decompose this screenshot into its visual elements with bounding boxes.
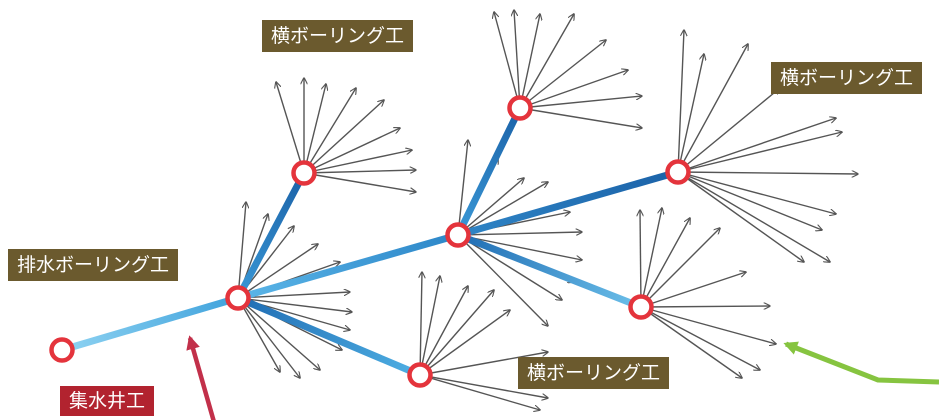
boring-arrows: [237, 10, 858, 410]
boring-arrow-c-3: [677, 88, 780, 173]
boring-node-e: [507, 95, 533, 121]
boring-arrow-f-3: [419, 290, 494, 376]
drain-pipe-b-g: [454, 231, 645, 311]
boring-arrow-g-1: [640, 208, 662, 308]
boring-arrow-a-5: [237, 292, 350, 299]
boring-node-a: [225, 285, 251, 311]
boring-arrow-d-5: [303, 128, 400, 174]
boring-arrow-g-7: [640, 306, 760, 370]
boring-arrow-g-3: [640, 228, 720, 308]
drain-pipe-b-e: [454, 104, 524, 239]
boring-arrow-b-3: [457, 182, 548, 236]
boring-arrow-g-2: [640, 218, 690, 308]
boring-arrow-c-8: [677, 171, 822, 230]
boring-arrow-g-5: [640, 306, 770, 307]
boring-arrow-a-10: [237, 297, 300, 378]
boring-arrow-c-7: [677, 171, 836, 214]
boring-arrow-f-1: [419, 276, 440, 376]
drain-pipe-a-b: [234, 231, 462, 302]
boring-node-f: [407, 362, 433, 388]
boring-arrow-c-1: [677, 54, 704, 173]
boring-node-b: [445, 222, 471, 248]
boring-arrow-f-4: [419, 310, 510, 376]
boring-node-g: [628, 294, 654, 320]
boring-arrow-b-2: [457, 178, 524, 236]
boring-arrow-f-7: [419, 374, 540, 410]
collecting-well-pointer-arrow: [186, 335, 216, 420]
boring-arrow-g-8: [640, 306, 742, 378]
boring-arrow-b-8: [457, 234, 562, 300]
drainage-pipes: [58, 104, 682, 379]
boring-arrow-c-0: [677, 30, 684, 173]
boring-nodes: [49, 95, 691, 388]
boring-arrow-d-2: [303, 84, 326, 174]
label-horizontal-boring-right: 横ボーリング工: [771, 62, 923, 94]
boring-arrow-b-5: [457, 232, 582, 236]
boring-node-well: [49, 337, 75, 363]
boring-arrow-d-3: [303, 88, 356, 174]
boring-arrow-c-2: [677, 44, 748, 173]
boring-arrow-b-6: [457, 234, 582, 260]
pointer-arrows: [186, 335, 939, 420]
boring-arrow-g-6: [640, 306, 776, 344]
boring-node-c: [665, 159, 691, 185]
drain-pipe-a-d: [234, 169, 308, 302]
label-horizontal-boring-top: 横ボーリング工: [262, 20, 414, 52]
boring-arrow-a-9: [237, 297, 320, 370]
boring-arrow-g-0: [640, 210, 641, 308]
boring-arrow-e-3: [519, 14, 574, 109]
boring-arrow-a-3: [237, 244, 318, 299]
horizontal-boring-pointer-arrow: [783, 341, 939, 385]
boring-arrow-f-2: [419, 286, 468, 376]
drain-pipe-a-f: [234, 294, 424, 379]
label-drainage-boring: 排水ボーリング工: [8, 249, 179, 281]
boring-arrow-c-10: [677, 171, 804, 262]
boring-arrow-c-5: [677, 132, 842, 173]
boring-arrow-d-7: [303, 170, 416, 174]
boring-arrow-b-9: [457, 234, 548, 326]
boring-arrow-c-9: [677, 171, 830, 262]
boring-arrow-a-11: [237, 297, 280, 372]
boring-arrow-e-7: [519, 107, 642, 128]
boring-arrow-a-0: [237, 202, 246, 299]
boring-arrow-d-0: [276, 82, 305, 174]
drain-pipe-b-c: [454, 168, 682, 239]
boring-arrow-d-6: [303, 150, 412, 174]
boring-arrow-d-4: [303, 100, 384, 174]
label-collecting-well: 集水井工: [60, 386, 155, 416]
boring-node-d: [291, 160, 317, 186]
boring-arrow-e-5: [519, 70, 628, 109]
boring-arrow-e-1: [514, 10, 521, 109]
boring-arrow-a-6: [237, 297, 352, 312]
boring-arrow-c-6: [677, 172, 858, 174]
boring-arrow-b-0: [457, 140, 468, 236]
boring-arrow-d-8: [303, 172, 416, 192]
boring-arrow-f-0: [420, 272, 422, 376]
boring-arrow-e-0: [494, 12, 521, 109]
boring-arrow-f-5: [419, 352, 548, 376]
boring-arrow-e-6: [519, 96, 642, 109]
boring-arrow-g-4: [640, 272, 746, 308]
label-horizontal-boring-bottom: 横ボーリング工: [518, 357, 670, 389]
drain-pipe-well-a: [58, 294, 242, 354]
boring-arrow-f-6: [419, 374, 548, 398]
boring-arrow-e-2: [519, 14, 540, 109]
boring-arrow-c-4: [677, 118, 836, 173]
boring-arrow-e-4: [519, 40, 606, 109]
